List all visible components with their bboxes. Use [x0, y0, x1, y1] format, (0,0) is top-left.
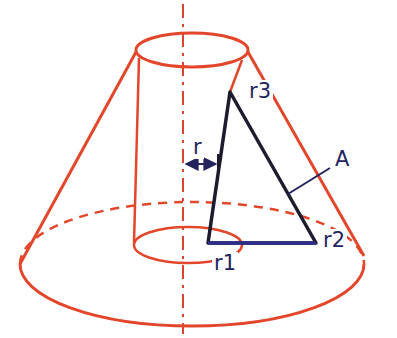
outer-side-left: [20, 52, 136, 264]
inner-side-right: [230, 60, 242, 92]
inner-side-left: [134, 58, 139, 243]
dimension-tick: [217, 154, 219, 174]
axis-line: [182, 4, 184, 334]
triangle-base: [208, 241, 316, 245]
part-label: r: [191, 136, 204, 159]
radius-dimension: [186, 163, 216, 165]
part-label: A: [333, 148, 351, 171]
base-ellipse-front: [20, 264, 364, 326]
part-label: r3: [247, 80, 273, 103]
part-label: r1: [212, 252, 238, 275]
base-ellipse-back: [20, 202, 364, 264]
part-label: r2: [321, 229, 347, 252]
cross-section-triangle: [208, 92, 316, 243]
leader-line: [288, 168, 330, 194]
top-ellipse: [136, 33, 248, 67]
